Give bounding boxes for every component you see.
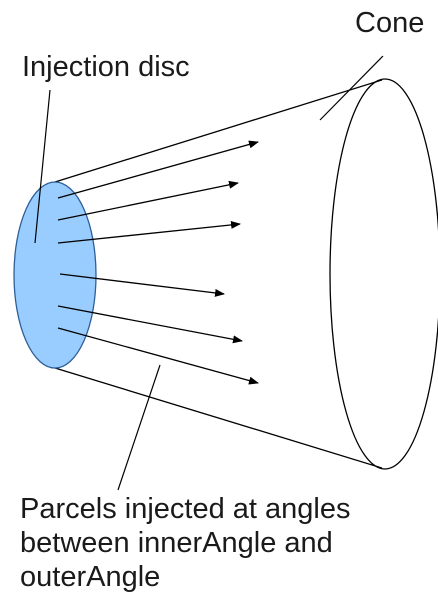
cone-bottom-edge: [54, 367, 383, 469]
injection-disc: [13, 181, 97, 369]
caption-leader-line: [117, 364, 161, 491]
parcel-arrow: [57, 220, 241, 244]
caption-line: between innerAngle and: [20, 527, 333, 559]
injection-disc-label: Injection disc: [22, 51, 190, 83]
caption-line: Parcels injected at angles: [20, 493, 351, 525]
parcel-arrows: [57, 140, 259, 385]
parcel-arrow: [57, 180, 239, 221]
parcel-arrow: [59, 273, 225, 297]
cone-leader-line: [319, 55, 384, 121]
caption: Parcels injected at angles between inner…: [20, 492, 430, 594]
cone-opening-ellipse: [329, 78, 438, 470]
parcel-arrow: [57, 305, 243, 344]
parcel-arrow: [57, 327, 259, 385]
cone-label: Cone: [355, 7, 425, 39]
parcel-arrow: [57, 140, 259, 199]
caption-line: outerAngle: [20, 561, 161, 593]
disc-leader-line: [34, 89, 51, 244]
cone-top-edge: [54, 79, 383, 183]
